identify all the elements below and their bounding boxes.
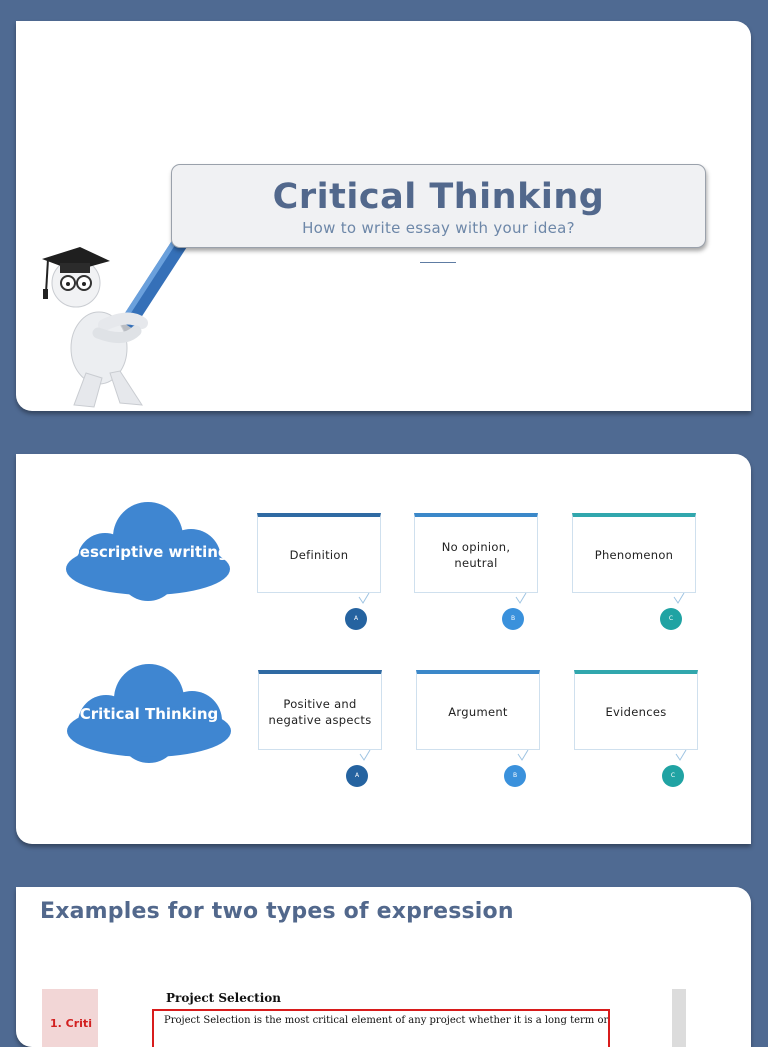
document-highlight-box: Project Selection is the most critical e…	[152, 1009, 610, 1047]
title-divider	[420, 262, 456, 263]
badge-b: B	[502, 608, 524, 630]
badge-a: A	[345, 608, 367, 630]
callout-tail	[358, 593, 370, 604]
card-evidences: Evidences	[574, 670, 698, 750]
callout-tail	[517, 750, 529, 761]
document-heading: Project Selection	[166, 991, 281, 1005]
cloud-label: Critical Thinking	[79, 704, 219, 723]
badge-c: C	[660, 608, 682, 630]
badge-b: B	[504, 765, 526, 787]
card-positive-negative: Positive and negative aspects	[258, 670, 382, 750]
card-no-opinion: No opinion, neutral	[414, 513, 538, 593]
page-subtitle: How to write essay with your idea?	[302, 219, 575, 237]
badge-a: A	[346, 765, 368, 787]
cloud-critical-thinking: Critical Thinking	[64, 661, 234, 766]
card-text: No opinion, neutral	[441, 539, 511, 570]
title-banner: Critical Thinking How to write essay wit…	[171, 164, 706, 248]
callout-tail	[515, 593, 527, 604]
card-text: Argument	[448, 704, 508, 719]
callout-tail	[359, 750, 371, 761]
slide-comparison: Descriptive writing Definition A No opin…	[16, 454, 751, 844]
document-side-panel: 1. Criti	[42, 989, 98, 1047]
callout-tail	[673, 593, 685, 604]
callout-tail	[675, 750, 687, 761]
slide-examples: Examples for two types of expression 1. …	[16, 887, 751, 1047]
cloud-label: Descriptive writing	[67, 542, 229, 561]
mascot-with-pencil-illustration	[24, 207, 204, 411]
document-text: Project Selection is the most critical e…	[164, 1015, 610, 1026]
card-text: Positive and negative aspects	[268, 696, 372, 727]
card-phenomenon: Phenomenon	[572, 513, 696, 593]
card-argument: Argument	[416, 670, 540, 750]
card-text: Evidences	[605, 704, 667, 719]
page-title: Critical Thinking	[272, 177, 605, 217]
card-text: Definition	[289, 547, 349, 562]
cloud-descriptive-writing: Descriptive writing	[63, 499, 233, 604]
document-scrollbar[interactable]	[672, 989, 686, 1047]
card-text: Phenomenon	[594, 547, 674, 562]
card-definition: Definition	[257, 513, 381, 593]
slide-title: Critical Thinking How to write essay wit…	[16, 21, 751, 411]
examples-heading: Examples for two types of expression	[40, 899, 514, 924]
badge-c: C	[662, 765, 684, 787]
